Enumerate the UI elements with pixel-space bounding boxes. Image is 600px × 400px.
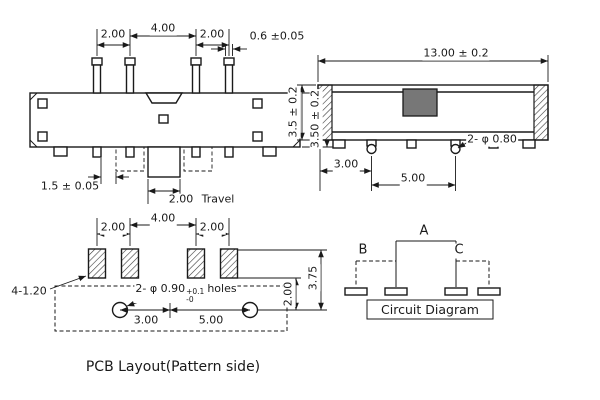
front-corner-detail <box>252 98 263 109</box>
dim-front-pitch-mid: 4.00 <box>149 21 177 36</box>
front-pitch-dimensions <box>96 29 230 56</box>
side-actuator-knob <box>402 88 438 117</box>
pcb-body-outline <box>54 285 288 332</box>
front-top-terminals <box>91 57 235 94</box>
pcb-vertical-dimensions <box>238 249 327 311</box>
side-round-pin <box>366 143 377 155</box>
dim-front-pitch-right: 2.00 <box>198 27 226 42</box>
front-bottom-features <box>53 146 277 178</box>
side-end-cap-right <box>533 84 549 141</box>
dim-side-height: 3.5 ± 0.2 <box>286 85 301 139</box>
circuit-common-connection <box>395 240 457 287</box>
dim-side-offset1: 3.00 <box>332 157 360 172</box>
dim-pcb-hole-offset-v: 2.00 <box>281 280 296 308</box>
pcb-hole-note-tol-upper: +0.1 <box>186 287 205 296</box>
dim-pcb-pitch-left: 2.00 <box>99 220 127 235</box>
dim-side-pin-note: 2- φ 0.80 <box>466 132 518 147</box>
dim-front-travel-value: 2.00 <box>167 192 195 207</box>
circuit-diagram <box>344 240 501 320</box>
front-corner-detail <box>252 131 263 142</box>
dim-pcb-pitch-mid: 4.00 <box>149 211 177 226</box>
circuit-caption-box <box>366 299 494 320</box>
dim-side-offset2: 5.00 <box>399 171 427 186</box>
dim-side-length: 13.00 ± 0.2 <box>422 46 490 61</box>
front-slider-knob <box>147 146 181 178</box>
dim-pcb-pad-note: 4-1.20 <box>10 284 48 299</box>
front-pin-width-dimension <box>211 44 247 56</box>
pcb-pad-note-leader <box>49 275 87 290</box>
front-top-notch <box>144 92 184 104</box>
pcb-hole-note-tol-lower: -0 <box>186 294 194 304</box>
front-corner-detail <box>37 131 48 142</box>
dim-pcb-hole-offset2: 5.00 <box>197 313 225 328</box>
front-corner-detail <box>37 98 48 109</box>
dim-front-height: 3.50 ± 0.2 <box>308 88 323 150</box>
front-knob-offset-dimension <box>88 158 129 184</box>
circuit-terminal-b: B <box>357 242 369 259</box>
circuit-pads <box>344 287 501 296</box>
circuit-caption: Circuit Diagram <box>380 301 480 318</box>
dim-pcb-pad-to-hole: 3.75 <box>306 264 321 292</box>
pcb-hole-offset-dimensions <box>120 303 250 318</box>
pcb-hole-note-prefix: 2- φ 0.90 <box>135 282 186 295</box>
pcb-caption: PCB Layout(Pattern side) <box>84 358 262 376</box>
pcb-solder-pads <box>87 248 239 279</box>
circuit-throw-connections <box>355 260 490 287</box>
front-center-mark <box>158 114 169 124</box>
pcb-layout-view <box>49 218 327 332</box>
dim-pcb-pitch-right: 2.00 <box>198 220 226 235</box>
side-round-pin <box>450 143 461 155</box>
circuit-terminal-a: A <box>418 223 430 240</box>
front-view <box>29 29 333 204</box>
dim-front-pitch-left: 2.00 <box>99 27 127 42</box>
dim-pcb-hole-offset1: 3.00 <box>132 313 160 328</box>
dim-front-travel-label: Travel <box>200 192 236 207</box>
side-length-dimension <box>317 55 549 82</box>
pcb-hole-note-suffix: holes <box>207 282 237 295</box>
dim-front-knob-offset: 1.5 ± 0.05 <box>39 179 101 194</box>
dim-front-pin-width: 0.6 ±0.05 <box>248 29 306 44</box>
front-travel-position-left <box>115 146 145 172</box>
pcb-hole-note-tolerance: +0.1-0 <box>186 288 204 303</box>
circuit-terminal-c: C <box>453 242 465 259</box>
front-travel-position-right <box>183 146 213 172</box>
